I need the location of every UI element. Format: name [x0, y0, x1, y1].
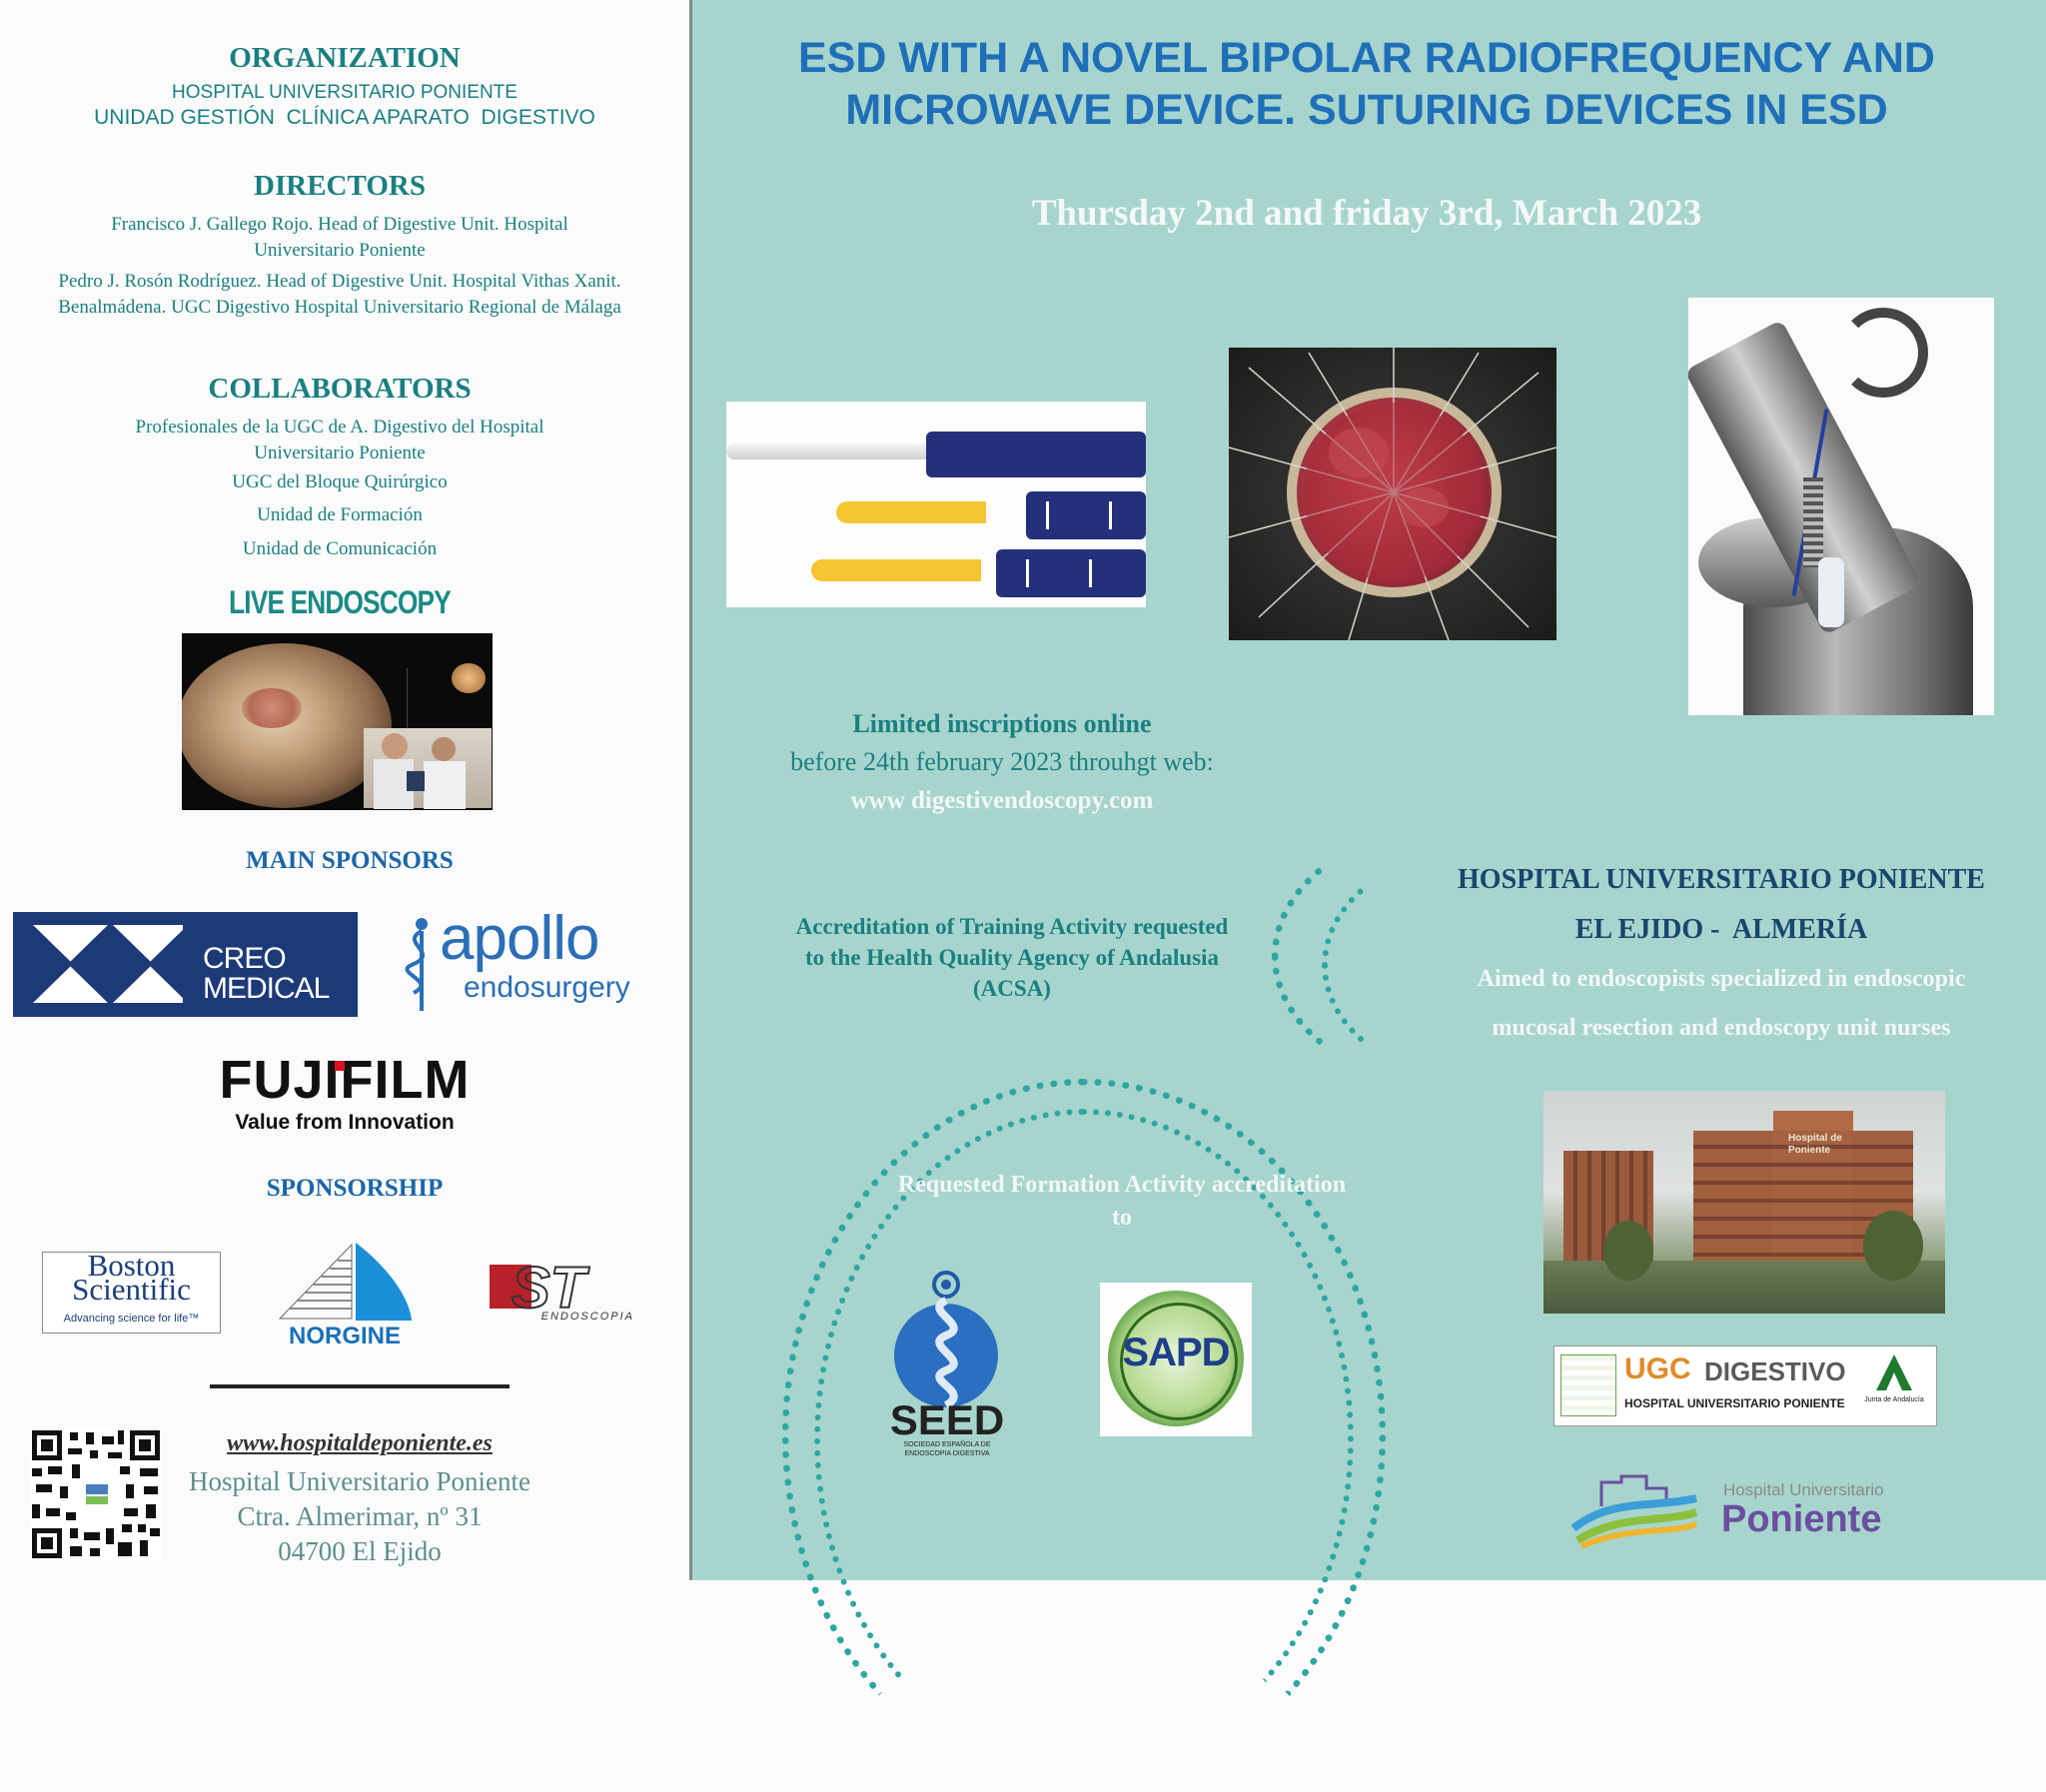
norgine-logo: NORGINE: [270, 1239, 420, 1349]
st-subtext: ENDOSCOPIA: [540, 1311, 634, 1323]
norgine-sail-icon: [278, 1243, 412, 1321]
seed-text: SEED: [889, 1396, 1005, 1443]
st-text: ST: [511, 1255, 586, 1322]
poniente-building-icon: [1570, 1474, 1698, 1549]
scientific-text: Scientific: [72, 1272, 191, 1307]
live-endoscopy-image: [182, 633, 493, 810]
creo-medical-text: CREO MEDICAL: [203, 942, 330, 1005]
venue-city: EL EJIDO - ALMERÍA: [1574, 914, 1868, 945]
junta-andalucia-icon: [1876, 1354, 1912, 1390]
apollo-text: apollo: [440, 904, 599, 973]
collaborator-3: Unidad de Formación: [257, 504, 423, 525]
creo-mark-icon: [33, 925, 183, 1003]
digestivo-text: DIGESTIVO: [1704, 1356, 1846, 1386]
endosurgery-text: endosurgery: [464, 971, 630, 1004]
inscriptions-website-link[interactable]: www digestivendoscopy.com: [850, 787, 1154, 814]
ugc-text: UGC: [1624, 1352, 1691, 1385]
organization-heading: ORGANIZATION: [229, 42, 461, 74]
sapd-logo: SAPD: [1100, 1283, 1252, 1436]
contact-name: Hospital Universitario Poniente: [189, 1466, 530, 1496]
apollo-endosurgery-logo: apollo endosurgery: [392, 904, 681, 1014]
hospital-poniente-logo: Hospital Universitario Poniente: [1570, 1468, 1931, 1549]
inscriptions-deadline: before 24th february 2023 throuhgt web:: [790, 747, 1214, 776]
fujifilm-logo: FUJIFILM: [219, 1050, 471, 1110]
event-date: Thursday 2nd and friday 3rd, March 2023: [1031, 193, 1702, 234]
ugc-hospital-text: HOSPITAL UNIVERSITARIO PONIENTE: [1624, 1396, 1845, 1410]
separator-line: [210, 1384, 510, 1388]
collaborator-1: Profesionales de la UGC de A. Digestivo …: [135, 417, 544, 463]
right-panel: ESD WITH A NOVEL BIPOLAR RADIOFREQUENCY …: [692, 0, 2046, 1792]
event-title-line-1: ESD WITH A NOVEL BIPOLAR RADIOFREQUENCY …: [798, 34, 1935, 82]
norgine-text: NORGINE: [288, 1323, 401, 1349]
apollo-staff-icon: [405, 918, 428, 1011]
boston-tagline: Advancing science for life™: [63, 1313, 200, 1325]
bipolar-device-photo: [726, 402, 1146, 607]
collaborator-4: Unidad de Comunicación: [242, 538, 438, 559]
dotted-arc-outer: [782, 1079, 1386, 1792]
organization-hospital: HOSPITAL UNIVERSITARIO PONIENTE: [172, 82, 517, 103]
sapd-text: SAPD: [1122, 1331, 1230, 1374]
organization-unit: UNIDAD GESTIÓN CLÍNICA APARATO DIGESTIVO: [94, 106, 595, 129]
left-panel: ORGANIZATION HOSPITAL UNIVERSITARIO PONI…: [0, 0, 689, 1580]
live-endoscopy-title: LIVE ENDOSCOPY: [229, 584, 452, 620]
panel-divider: [689, 0, 692, 1580]
creo-medical-logo: CREO MEDICAL: [13, 912, 358, 1017]
esd-specimen-photo: [1229, 348, 1556, 640]
qr-code: [30, 1428, 162, 1560]
seed-logo: SEED SOCIEDAD ESPAÑOLA DE ENDOSCOPIA DIG…: [882, 1271, 1012, 1470]
acsa-accreditation: Accreditation of Training Activity reque…: [795, 914, 1229, 1001]
contact-city: 04700 El Ejido: [278, 1536, 442, 1566]
poniente-small-text: Hospital Universitario: [1723, 1480, 1884, 1499]
directors-heading: DIRECTORS: [254, 170, 426, 202]
poniente-big-text: Poniente: [1721, 1498, 1882, 1540]
building-sign: Hospital de Poniente: [1788, 1133, 1842, 1156]
st-endoscopia-logo: ST ENDOSCOPIA: [490, 1255, 634, 1327]
fujifilm-tagline: Value from Innovation: [235, 1111, 455, 1134]
junta-text: Junta de Andalucía: [1864, 1396, 1924, 1403]
venue-hospital: HOSPITAL UNIVERSITARIO PONIENTE: [1458, 864, 1985, 895]
director-1: Francisco J. Gallego Rojo. Head of Diges…: [111, 214, 568, 261]
fujifilm-red-mark: [335, 1061, 345, 1071]
hospital-website-link[interactable]: www.hospitaldeponiente.es: [227, 1430, 493, 1456]
main-sponsors-heading: MAIN SPONSORS: [246, 847, 454, 874]
event-title-line-2: MICROWAVE DEVICE. SUTURING DEVICES IN ES…: [845, 86, 1888, 134]
collaborators-heading: COLLABORATORS: [208, 373, 472, 405]
director-2: Pedro J. Rosón Rodríguez. Head of Digest…: [58, 271, 621, 318]
formation-accreditation: Requested Formation Activity accreditati…: [897, 1172, 1347, 1231]
boston-scientific-logo: Boston Scientific Advancing science for …: [42, 1248, 221, 1334]
suturing-device-photo: [1688, 298, 1994, 715]
hospital-building-photo: Hospital de Poniente: [1543, 1091, 1945, 1314]
dotted-arc-inner: [814, 1109, 1354, 1770]
audience-line-1: Aimed to endoscopists specialized in end…: [1477, 966, 1966, 992]
audience-line-2: mucosal resection and endoscopy unit nur…: [1492, 1015, 1951, 1041]
sponsorship-heading: SPONSORSHIP: [266, 1175, 444, 1202]
inscriptions-title: Limited inscriptions online: [852, 709, 1152, 738]
seed-subtext: SOCIEDAD ESPAÑOLA DE ENDOSCOPIA DIGESTIV…: [903, 1441, 991, 1457]
ugc-digestivo-logo: UGC DIGESTIVO HOSPITAL UNIVERSITARIO PON…: [1553, 1345, 1937, 1426]
boston-text: Boston: [87, 1248, 176, 1283]
contact-address: Ctra. Almerimar, nº 31: [237, 1501, 483, 1531]
seed-emblem-icon: [894, 1271, 998, 1409]
collaborator-2: UGC del Bloque Quirúrgico: [232, 471, 448, 492]
